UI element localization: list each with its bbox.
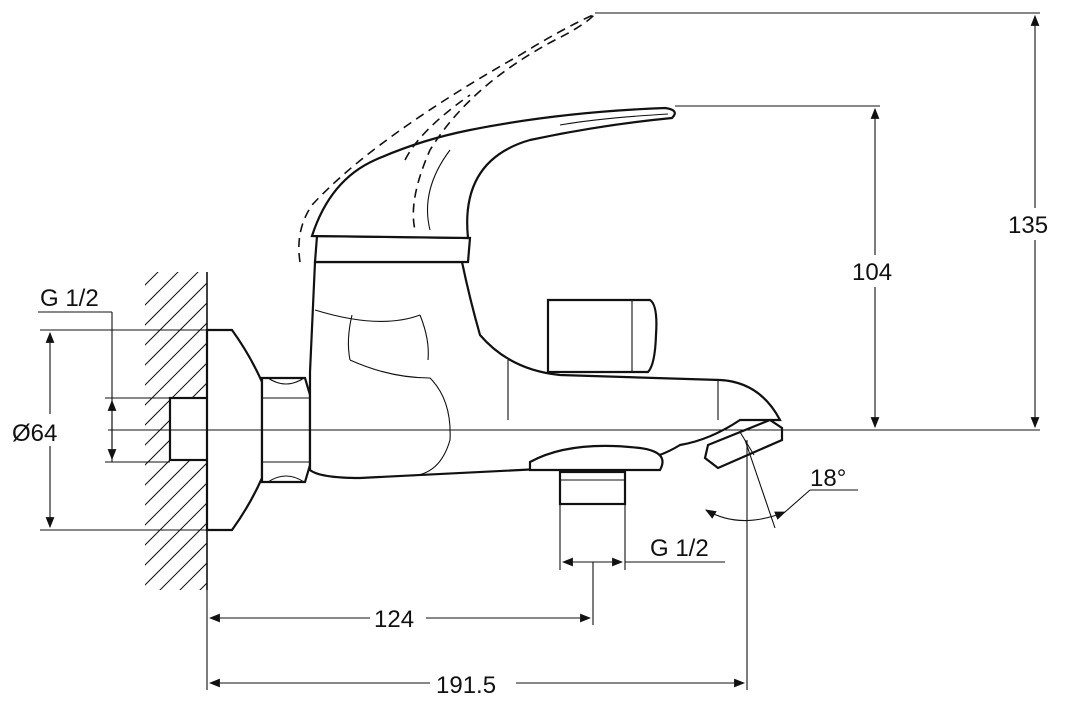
dim-104: 104: [852, 259, 892, 286]
dim-thread-wall: G 1/2: [40, 285, 99, 312]
inlet-pipe: [168, 396, 210, 462]
lever-alt: [298, 13, 596, 263]
dim-191-5: 191.5: [436, 672, 496, 699]
dim-angle: 18°: [810, 465, 846, 492]
cartridge-cap: [313, 234, 472, 264]
dim-135: 135: [1008, 212, 1048, 239]
dim-thread-outlet: G 1/2: [650, 535, 709, 562]
aerator: [703, 418, 784, 470]
bottom-outlet: [558, 470, 627, 506]
faucet-body: [308, 260, 782, 480]
outlet-boss: [528, 444, 664, 472]
dim-124: 124: [374, 606, 414, 633]
diverter-button: [546, 298, 658, 374]
lever: [310, 106, 676, 240]
wall-hatch: [145, 272, 207, 590]
dim-diameter: Ø64: [12, 420, 57, 447]
